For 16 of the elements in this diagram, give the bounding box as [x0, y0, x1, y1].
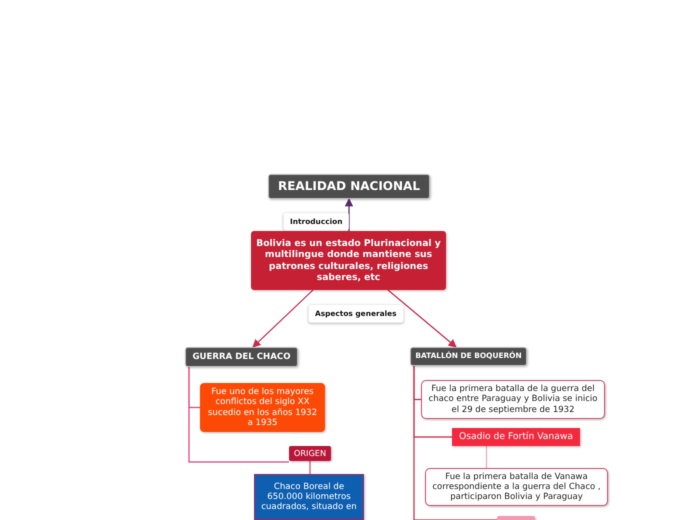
topic-box: Bolivia es un estado Plurinacional y multilingue donde mantiene sus patrones culturales, religiones saberes, etc [251, 231, 446, 290]
topic-box: Osadio de Fortín Vanawa [452, 428, 580, 446]
connector-line [188, 367, 289, 463]
connector-line [309, 461, 311, 474]
arrow [388, 290, 457, 348]
topic-box: Fue la primera batalla de Vanawa correspondiente a la guerra del Chaco , participaron Bolivia y Paraguay [425, 468, 608, 506]
topic-box: GUERRA DEL CHACO [185, 347, 298, 367]
topic-box: Chaco Boreal de 650.000 kilometros cuadrados, situado en [254, 474, 364, 520]
connector-line [413, 366, 497, 520]
topic-box: Fue uno de los mayores conflictos del siglo XX sucedio en los años 1932 a 1935 [200, 383, 325, 432]
topic-box: Fue la primera batalla de la guerra del chaco entre Paraguay y Bolivia se inicio el 29 de septiembre de 1932 [421, 380, 605, 419]
arrow [344, 198, 354, 231]
arrow [252, 290, 314, 348]
topic-box: REALIDAD NACIONAL [268, 174, 430, 199]
connector-line [486, 446, 488, 468]
topic-box: ORIGEN [289, 446, 331, 461]
